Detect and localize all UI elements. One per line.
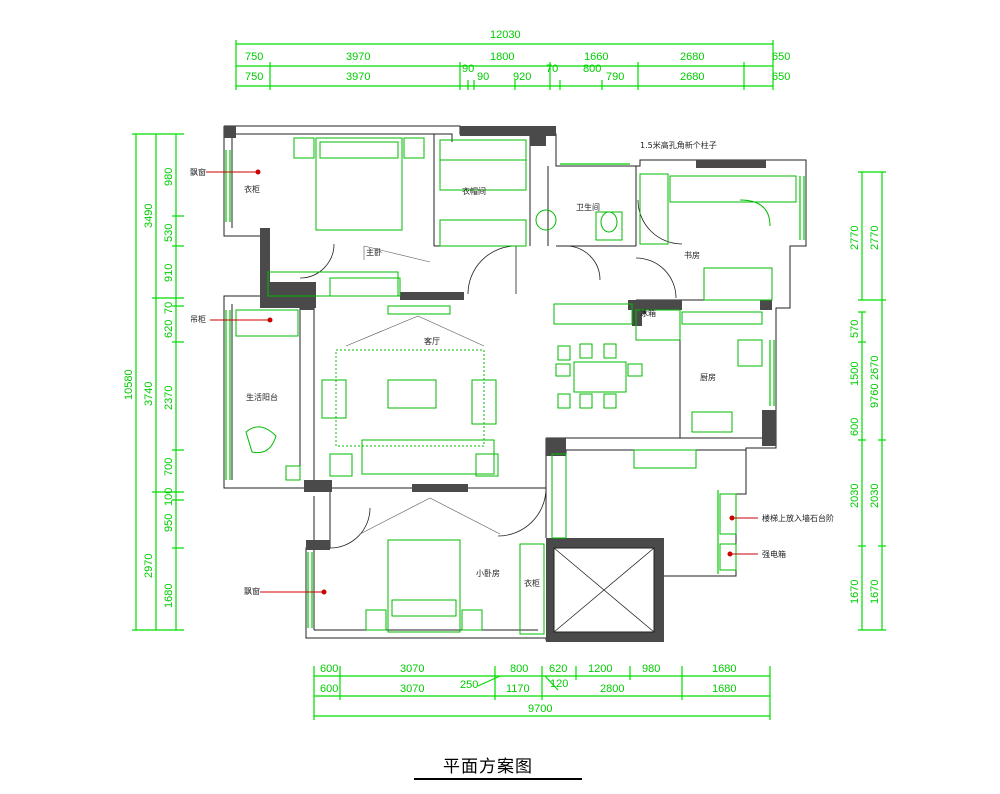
svg-text:750: 750 bbox=[245, 51, 263, 63]
svg-text:2370: 2370 bbox=[163, 386, 175, 410]
svg-text:1670: 1670 bbox=[869, 580, 881, 604]
dim-bottom-total: 9700 bbox=[528, 703, 552, 715]
dim-top-row1: 750 3970 1800 1660 2680 650 bbox=[245, 51, 790, 63]
stair-core-cross bbox=[553, 547, 655, 633]
svg-text:620: 620 bbox=[163, 320, 175, 338]
svg-text:100: 100 bbox=[163, 488, 175, 506]
label-hanging-cabinet: 吊柜 bbox=[190, 314, 206, 324]
svg-text:90: 90 bbox=[462, 63, 474, 75]
plan-title: 平面方案图 bbox=[443, 757, 533, 777]
svg-text:70: 70 bbox=[163, 302, 175, 314]
dim-top-total: 12030 bbox=[490, 29, 521, 41]
svg-text:980: 980 bbox=[642, 663, 660, 675]
label-living-room: 客厅 bbox=[424, 336, 440, 346]
svg-text:1800: 1800 bbox=[490, 51, 514, 63]
svg-text:70: 70 bbox=[546, 63, 558, 75]
label-study: 书房 bbox=[684, 250, 700, 260]
svg-text:980: 980 bbox=[163, 168, 175, 186]
svg-text:2030: 2030 bbox=[869, 484, 881, 508]
svg-text:120: 120 bbox=[550, 678, 568, 690]
label-wardrobe: 衣帽间 bbox=[462, 186, 486, 196]
label-small-bedroom: 小卧房 bbox=[476, 568, 500, 578]
svg-text:10580: 10580 bbox=[123, 369, 135, 400]
svg-text:3740: 3740 bbox=[143, 382, 155, 406]
svg-text:1170: 1170 bbox=[506, 683, 530, 695]
svg-text:1680: 1680 bbox=[163, 584, 175, 608]
walls-solid bbox=[224, 126, 776, 642]
label-fridge: 冰箱 bbox=[640, 308, 656, 318]
svg-text:800: 800 bbox=[583, 63, 601, 75]
label-kitchen: 厨房 bbox=[700, 372, 716, 382]
svg-text:3970: 3970 bbox=[346, 71, 370, 83]
svg-text:650: 650 bbox=[772, 51, 790, 63]
svg-text:3490: 3490 bbox=[143, 204, 155, 228]
svg-text:1200: 1200 bbox=[588, 663, 612, 675]
svg-text:800: 800 bbox=[510, 663, 528, 675]
svg-text:2770: 2770 bbox=[849, 226, 861, 250]
svg-text:9760: 9760 bbox=[869, 384, 881, 408]
svg-text:700: 700 bbox=[163, 458, 175, 476]
bottom-dimensions bbox=[313, 666, 771, 720]
note-right-1: 楼梯上放入墙石台阶 bbox=[762, 513, 834, 523]
svg-text:910: 910 bbox=[163, 264, 175, 282]
label-balcony: 生活阳台 bbox=[246, 392, 278, 402]
label-bay-cabinet: 衣柜 bbox=[244, 184, 260, 194]
label-bay-window-2: 飘窗 bbox=[244, 586, 260, 596]
svg-text:530: 530 bbox=[163, 224, 175, 242]
svg-text:1660: 1660 bbox=[584, 51, 608, 63]
dim-bottom-row2: 600 3070 250 1170 120 2800 1680 bbox=[320, 678, 736, 695]
svg-text:2970: 2970 bbox=[143, 554, 155, 578]
right-dimensions bbox=[858, 171, 886, 631]
note-top: 1.5米高孔角新个柱子 bbox=[640, 140, 717, 150]
svg-text:600: 600 bbox=[320, 683, 338, 695]
svg-text:600: 600 bbox=[849, 418, 861, 436]
svg-text:3070: 3070 bbox=[400, 663, 424, 675]
dim-bottom-row1: 600 3070 800 620 1200 980 1680 bbox=[320, 663, 736, 675]
svg-text:1680: 1680 bbox=[712, 663, 736, 675]
svg-text:920: 920 bbox=[513, 71, 531, 83]
svg-text:950: 950 bbox=[163, 514, 175, 532]
svg-text:2670: 2670 bbox=[869, 356, 881, 380]
svg-text:3070: 3070 bbox=[400, 683, 424, 695]
label-bay-window-1: 飘窗 bbox=[190, 167, 206, 177]
walls-outline bbox=[223, 125, 807, 641]
svg-text:2680: 2680 bbox=[680, 71, 704, 83]
label-closet: 衣柜 bbox=[524, 578, 540, 588]
svg-text:2030: 2030 bbox=[849, 484, 861, 508]
dim-left-labels: 10580 3490 3740 2970 980 530 910 70 620 … bbox=[123, 168, 175, 608]
furniture bbox=[235, 137, 797, 635]
leaders bbox=[206, 169, 758, 595]
left-dimensions bbox=[132, 133, 184, 631]
svg-text:620: 620 bbox=[549, 663, 567, 675]
svg-text:790: 790 bbox=[606, 71, 624, 83]
label-master-bedroom: 主卧 bbox=[366, 247, 382, 257]
top-dimensions bbox=[235, 40, 774, 90]
svg-text:250: 250 bbox=[460, 679, 478, 691]
svg-text:650: 650 bbox=[772, 71, 790, 83]
svg-text:1500: 1500 bbox=[849, 362, 861, 386]
dim-right-labels: 2770 2770 570 1500 9760 2670 600 2030 16… bbox=[849, 226, 881, 604]
doors bbox=[299, 199, 683, 549]
dim-top-row2: 750 3970 90 90 920 70 800 790 2680 650 bbox=[245, 63, 790, 83]
ceiling-lines bbox=[345, 245, 501, 535]
svg-text:1670: 1670 bbox=[849, 580, 861, 604]
svg-text:3970: 3970 bbox=[346, 51, 370, 63]
title-underline bbox=[414, 778, 582, 780]
svg-text:570: 570 bbox=[849, 320, 861, 338]
svg-text:1680: 1680 bbox=[712, 683, 736, 695]
svg-text:600: 600 bbox=[320, 663, 338, 675]
svg-text:2680: 2680 bbox=[680, 51, 704, 63]
svg-text:2770: 2770 bbox=[869, 226, 881, 250]
note-right-2: 强电箱 bbox=[762, 549, 786, 559]
svg-text:90: 90 bbox=[477, 71, 489, 83]
svg-text:2800: 2800 bbox=[600, 683, 624, 695]
svg-text:750: 750 bbox=[245, 71, 263, 83]
windows bbox=[225, 150, 805, 628]
label-bathroom: 卫生间 bbox=[576, 202, 600, 212]
